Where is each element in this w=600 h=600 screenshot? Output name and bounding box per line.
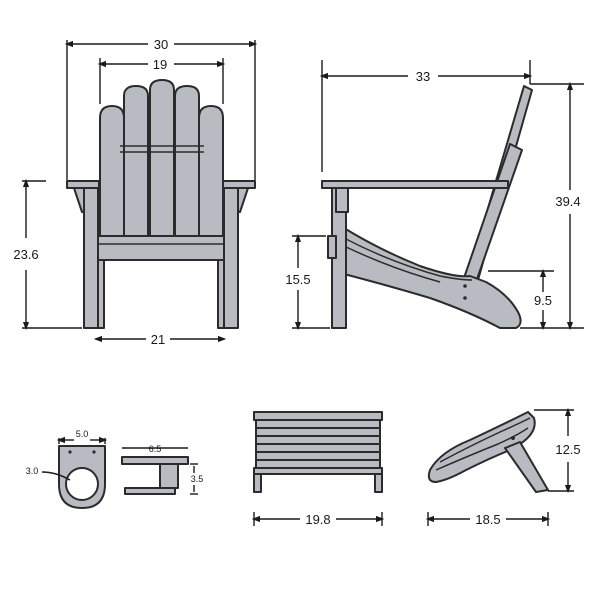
dim-chair-height: 39.4 [555, 194, 580, 209]
seat-front [93, 235, 229, 261]
dim-seat-front-height: 9.5 [534, 293, 552, 308]
back-slat [174, 85, 200, 237]
left-front-leg [83, 187, 99, 329]
side-seat-runner [343, 227, 522, 329]
ottoman-slat [255, 459, 381, 469]
back-slat [123, 85, 149, 237]
side-leg-block [327, 235, 337, 259]
cup-holder-bottom-plate [124, 487, 176, 495]
chair-side-view: 33 39.4 15.5 9.5 [285, 60, 584, 331]
ottoman-top-slat [253, 411, 383, 421]
dim-ottoman-depth: 18.5 [475, 512, 500, 527]
ottoman-slat [255, 443, 381, 453]
dim-back-width: 19 [153, 57, 167, 72]
side-arm [321, 180, 509, 189]
ottoman-slat [255, 419, 381, 429]
dim-cup-holder-length: 6.5 [149, 444, 162, 454]
left-inner-leg [97, 259, 105, 329]
dim-ottoman-width: 19.8 [305, 512, 330, 527]
dim-seat-height: 23.6 [13, 247, 38, 262]
right-arm [222, 180, 256, 189]
right-inner-leg [217, 259, 225, 329]
cup-holder-top-plate [121, 456, 189, 465]
back-slat [99, 105, 125, 237]
ottoman-side-view: 12.5 18.5 [425, 407, 581, 527]
ottoman-right-leg [374, 473, 383, 493]
dim-chair-depth: 33 [416, 69, 430, 84]
cup-holder-top-view: 5.0 3.0 [26, 429, 108, 509]
ottoman-left-leg [253, 473, 262, 493]
ottoman-slat [255, 427, 381, 437]
side-back-support [463, 143, 523, 283]
side-arm-bracket [335, 187, 349, 213]
left-arm [66, 180, 100, 189]
dim-leg-span: 21 [151, 332, 165, 347]
dim-cup-diameter: 3.0 [26, 466, 39, 476]
dim-arm-height: 15.5 [285, 272, 310, 287]
chair-front-view: 30 19 23.6 21 [13, 37, 258, 347]
ottoman-slat [255, 451, 381, 461]
back-slat [198, 105, 224, 237]
ottoman-front-view: 19.8 [251, 411, 385, 527]
back-slat [149, 79, 175, 237]
ottoman-side-leg [504, 441, 549, 493]
dim-chair-width: 30 [154, 37, 168, 52]
ottoman-slat [255, 435, 381, 445]
cup-holder-stem [159, 463, 179, 489]
right-front-leg [223, 187, 239, 329]
dim-cup-holder-width: 5.0 [76, 429, 89, 439]
dim-ottoman-height: 12.5 [555, 442, 580, 457]
ottoman-bottom-slat [253, 467, 383, 475]
cup-holder-side-view: 6.5 3.5 [121, 444, 204, 495]
dim-cup-holder-depth: 3.5 [191, 474, 204, 484]
